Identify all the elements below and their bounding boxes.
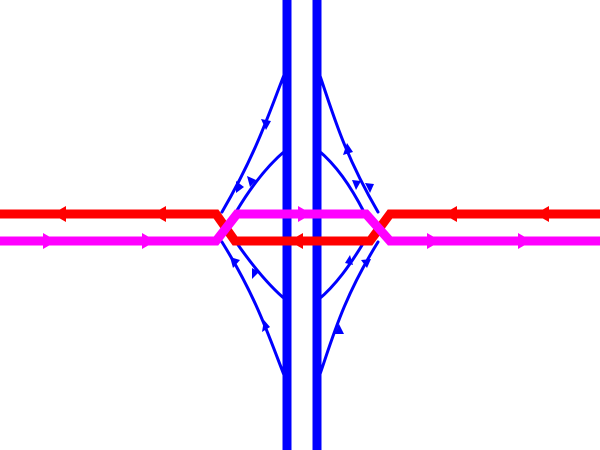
ramp-sw-inner [234,240,288,302]
ramp-nw-inner [234,148,288,214]
ramp-arrow [345,255,353,265]
ramp-ne [316,68,380,214]
westbound-arrow [152,206,166,222]
ramp-arrow [343,143,353,155]
ramp-arrow [262,320,270,332]
eastbound-arrow [298,206,312,222]
eastbound-arrow [43,233,57,249]
ramp-arrow [247,176,256,187]
westbound-arrow [443,206,457,222]
ramp-arrow [236,181,244,193]
westbound-arrow [52,206,66,222]
ramps-layer [220,68,380,382]
eastbound-arrow [142,233,156,249]
ramp-arrow [230,257,240,268]
ramp-nw [220,68,288,214]
ramp-ne-inner [316,148,366,214]
westbound-arrow [289,233,303,249]
freeway-layer [282,0,322,450]
ramp-arrow [352,180,361,190]
ramp-arrow [252,268,259,279]
eastbound-arrow [518,233,532,249]
ramp-arrow [365,183,374,193]
westbound-arrow [535,206,549,222]
ramp-arrow [361,259,371,268]
ramp-se-inner [316,240,366,302]
eastbound-arrow [427,233,441,249]
arrows-layer [43,119,549,334]
ramp-arrow [335,324,344,334]
ramp-arrow [261,119,271,130]
